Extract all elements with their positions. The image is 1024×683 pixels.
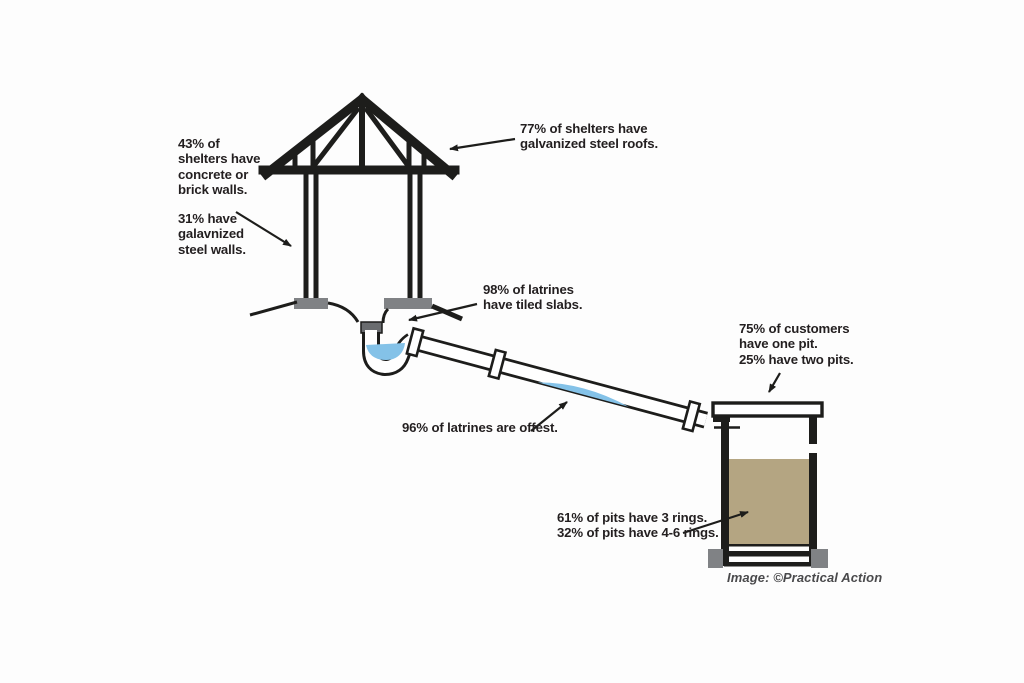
pipe-coupling-pit xyxy=(681,399,702,433)
pit-footing-left xyxy=(708,549,723,568)
footing-slab-left xyxy=(294,298,328,309)
arrow-pit-rings xyxy=(682,510,749,535)
funnel-left-edge xyxy=(327,301,360,323)
arrow-slabs xyxy=(408,302,478,322)
drain-pipe xyxy=(405,326,708,433)
pipe-coupling-mid xyxy=(487,348,508,381)
p-trap xyxy=(362,330,418,377)
ground-line-right xyxy=(431,303,463,322)
annotation-roof: 77% of shelters have galvanized steel ro… xyxy=(520,121,658,152)
pit-footing-right xyxy=(811,549,828,568)
annotation-pit-rings: 61% of pits have 3 rings. 32% of pits ha… xyxy=(557,510,719,541)
pit-wall-right-lower xyxy=(809,453,817,566)
arrow-offset xyxy=(530,401,568,432)
annotation-tiled-slabs: 98% of latrines have tiled slabs. xyxy=(483,282,583,313)
annotation-concrete-walls: 43% of shelters have concrete or brick w… xyxy=(178,136,261,198)
pit-base-bar xyxy=(724,562,814,567)
arrow-roof xyxy=(449,137,516,152)
trap-water xyxy=(366,343,405,360)
pit-cover-slab xyxy=(711,401,824,418)
pit xyxy=(708,401,828,568)
ground-line-left xyxy=(249,300,298,317)
shelter-wall-posts xyxy=(303,174,423,299)
truss-web-left-diagonal xyxy=(309,106,361,171)
pit-sludge xyxy=(728,459,810,546)
pit-ring-line-top xyxy=(728,544,810,547)
trap-bore xyxy=(365,330,417,374)
annotation-pit-count: 75% of customers have one pit. 25% have … xyxy=(739,321,854,367)
annotation-offset: 96% of latrines are offest. xyxy=(402,420,558,435)
pipe-water-streak xyxy=(537,382,629,407)
annotation-steel-walls: 31% have galavnized steel walls. xyxy=(178,211,246,257)
truss-web-right-diagonal xyxy=(363,106,413,171)
pit-wall-left xyxy=(721,422,729,566)
arrow-walls xyxy=(235,211,292,247)
truss-slope-left xyxy=(259,92,369,181)
tiled-slab-right xyxy=(384,298,432,309)
shelter-roof-truss xyxy=(258,92,460,181)
pit-ring-bar xyxy=(724,551,814,557)
pit-wall-right-upper xyxy=(809,417,817,444)
truss-slope-right xyxy=(355,92,459,181)
pipe-bore xyxy=(410,335,708,426)
image-credit: Image: ©Practical Action xyxy=(727,570,883,585)
funnel-right-edge xyxy=(381,307,390,324)
arrow-pits-count xyxy=(768,372,781,393)
pipe-coupling-trap xyxy=(405,326,425,358)
